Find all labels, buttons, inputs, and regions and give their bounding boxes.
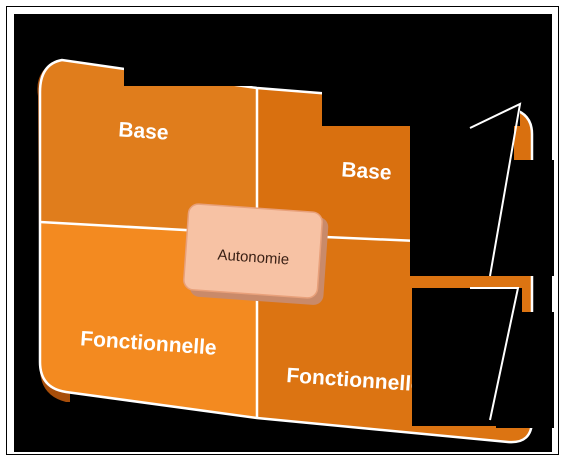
center-node-label: Autonomie <box>217 247 290 269</box>
cell-top-right-label: Base <box>341 158 393 184</box>
redaction-block-2 <box>322 88 520 126</box>
box-outline <box>38 58 534 444</box>
center-node: Autonomie <box>183 203 329 305</box>
redaction-block-1 <box>124 52 306 86</box>
redaction-block-4 <box>492 160 554 276</box>
outline-fragment-2 <box>470 287 520 421</box>
cell-top-left-label: Base <box>118 118 170 144</box>
outline-fragment-1 <box>469 102 522 277</box>
redaction-block-6 <box>496 312 554 428</box>
cell-top-left <box>40 60 257 234</box>
